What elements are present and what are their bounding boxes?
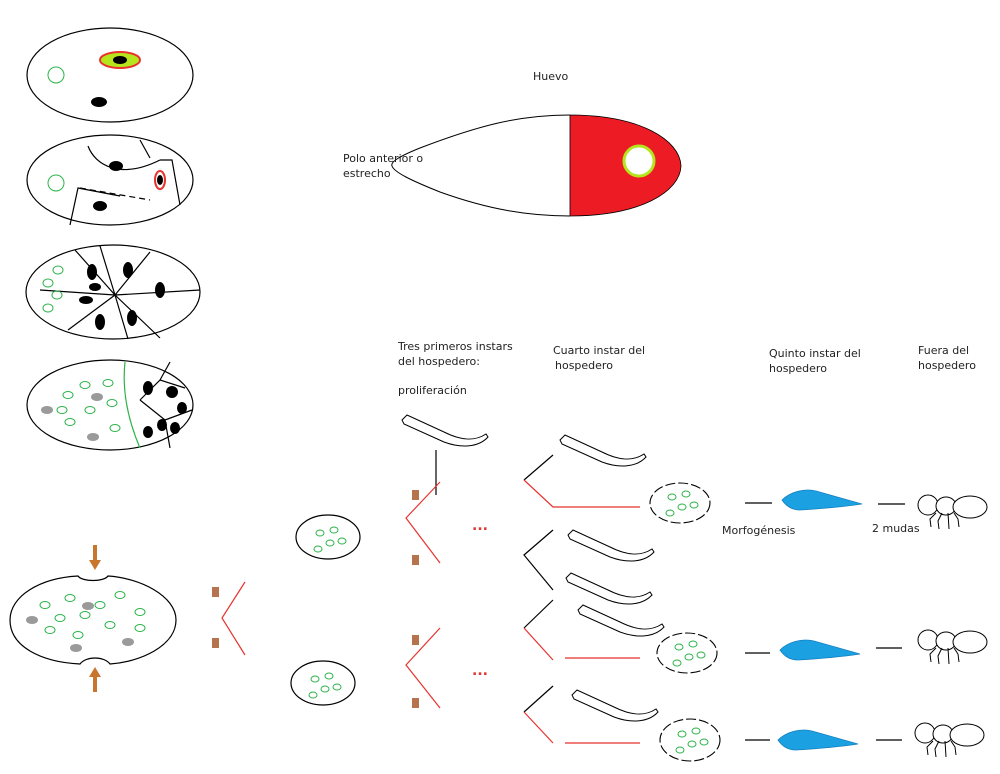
embryo-mass — [656, 632, 718, 674]
anterior-pole-label: estrecho — [343, 167, 391, 180]
branch — [405, 481, 441, 564]
egg-diagram — [391, 114, 682, 217]
egg-stage-2 — [26, 134, 194, 226]
arrow-up-icon — [89, 667, 101, 692]
host-marker — [412, 555, 419, 565]
host-marker — [212, 638, 219, 648]
header-fifth-instar: hospedero — [769, 362, 827, 375]
adult-wasp-icon — [917, 494, 988, 530]
embryo-mass — [290, 660, 356, 706]
egg-stage-4 — [26, 359, 194, 451]
embryo-mass — [659, 718, 721, 762]
header-fourth-instar: hospedero — [555, 359, 613, 372]
header-outside-host: Fuera del — [918, 344, 969, 357]
header-fourth-instar: Cuarto instar del — [553, 344, 645, 357]
arrow-down-icon — [89, 545, 101, 570]
parasitoid-larva — [781, 489, 863, 511]
adult-wasp-icon — [917, 629, 988, 665]
branch — [221, 581, 246, 656]
continuation-dots: ... — [472, 518, 488, 534]
host-marker — [212, 587, 219, 597]
embryo-mass — [295, 514, 361, 560]
morphogenesis-label: Morfogénesis — [722, 524, 796, 537]
header-outside-host: hospedero — [918, 359, 976, 372]
host-marker — [412, 490, 419, 500]
molts-label: 2 mudas — [872, 522, 920, 535]
continuation-dots: ... — [472, 663, 488, 679]
host-larva — [571, 689, 659, 722]
egg-stage-5-division — [9, 575, 177, 665]
host-larva — [567, 529, 655, 562]
egg-stage-1 — [26, 27, 194, 123]
host-larva — [577, 604, 665, 637]
host-marker — [412, 698, 419, 708]
adult-wasp-icon — [914, 722, 985, 758]
header-first-instars: Tres primeros instars — [397, 340, 513, 353]
header-first-instars: del hospedero: — [398, 355, 480, 368]
host-marker — [412, 635, 419, 645]
host-larva — [559, 434, 647, 467]
embryo-mass — [649, 482, 711, 524]
parasitoid-larva — [777, 729, 859, 751]
egg-stage-3 — [25, 244, 201, 340]
proliferation-label: proliferación — [398, 384, 467, 397]
parasitoid-larva — [779, 639, 861, 661]
header-fifth-instar: Quinto instar del — [769, 347, 861, 360]
branch — [405, 627, 441, 709]
host-larva — [565, 572, 653, 605]
host-larva — [401, 414, 489, 447]
egg-title: Huevo — [533, 70, 569, 83]
anterior-pole-label: Polo anterior o — [343, 152, 423, 165]
